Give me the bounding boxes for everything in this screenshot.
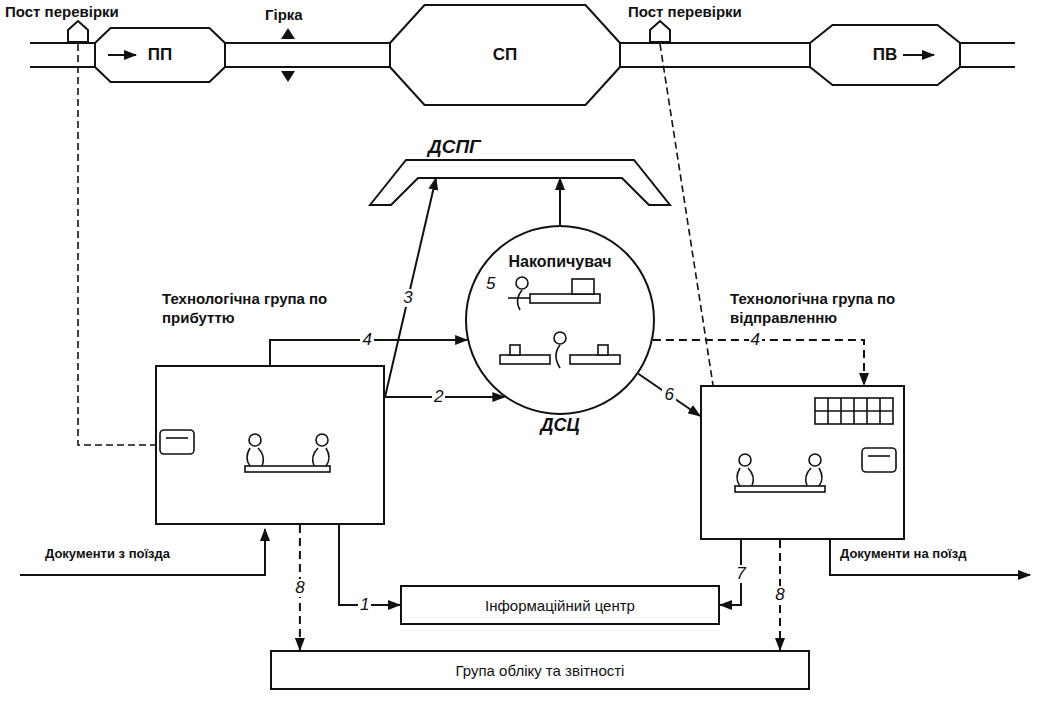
operator [516,277,528,289]
departure-workplace [735,398,896,492]
inspection-post-icon [650,21,670,42]
flow-number: 8 [293,579,306,597]
inspection-post-icon [68,21,88,42]
operator [556,345,560,368]
shape-outline [370,160,670,205]
direction-arrow [903,54,934,56]
group-box: Технологічна група по відправленню [700,385,905,540]
flow-number: 8 [773,586,786,604]
flow-number: 3 [401,289,414,307]
documents-in-line [20,529,265,575]
flow-number: 2 [432,388,445,406]
caption-label: Документи на поїзд [840,546,966,561]
operator [517,290,522,310]
track [959,66,1015,68]
node-text: Технологічна група по прибуттю [162,289,337,327]
desk-unit [598,345,608,355]
track-lines [30,43,1015,67]
callout-number: 5 [486,274,495,294]
flow-number: 7 [734,565,747,583]
node-text: ПП [148,45,172,65]
desk-unit [510,345,520,355]
storage-circle: НакопичувачДСЦ [465,225,655,415]
node-text: ПВ [873,45,898,65]
desk [530,294,600,303]
group-box: Інформаційний центр [400,585,720,625]
node-text: Технологічна група по відправленню [730,289,905,327]
arrival-workplace [160,430,330,472]
flow-number: 6 [662,386,675,404]
node-text: ДСЦ [467,415,653,436]
shape-outline [390,5,620,105]
track [959,42,1015,44]
shape-outline [95,28,225,82]
hump-triangle [281,28,295,39]
yard-shape: ПП [95,28,225,82]
operator [554,332,566,344]
group-box: Технологічна група по прибуттю [155,365,385,525]
documents-out-line [830,540,1030,575]
node-text: Група обліку та звітності [456,662,625,679]
flow-number: 4 [360,331,373,349]
terminal [572,279,594,294]
pigeonholes [815,398,893,424]
flow-arrow [559,178,561,225]
operator [809,454,821,466]
node-text: Інформаційний центр [485,597,635,614]
shape-outline [810,25,960,85]
pigeonholes [815,398,893,424]
operator [316,434,328,446]
node-text: Накопичувач [467,253,653,271]
track [30,66,96,68]
desk [570,355,620,364]
caption-label: Пост перевірки [5,3,119,20]
inspection-lines [78,44,713,445]
teletype [160,430,194,454]
inspection-line [78,44,155,445]
desk [500,355,550,364]
storage-workplaces [500,277,620,368]
flow-arrow [225,43,390,67]
desk [245,466,330,472]
teletype-slot [166,437,188,439]
teletype-slot [868,455,890,457]
node-text: СП [493,45,518,65]
inspection-line [660,44,713,385]
operator [806,468,822,486]
operator [737,468,753,486]
teletype [862,448,896,472]
flow-number: 4 [749,331,762,349]
caption-label: Гірка [265,6,303,23]
document-lines [20,529,1030,575]
shape-outline [370,160,670,205]
operator [249,434,261,446]
flow-arrow [620,43,810,67]
node-text: ДСПГ [428,136,481,158]
operator [313,448,329,466]
flow-number: 1 [358,596,371,614]
hump-triangle [281,71,295,82]
yard-shape: ДСПГ [370,160,670,205]
flow-arrow [385,178,436,397]
operator [739,454,751,466]
flow-arrow [339,525,400,605]
operator [247,448,263,466]
group-box: Група обліку та звітності [270,650,810,690]
desk-shelf [508,297,530,299]
desk [735,486,825,492]
direction-arrow [108,54,136,56]
yard-shape: СП [390,5,620,105]
caption-label: Пост перевірки [628,3,742,20]
caption-label: Документи з поїзда [45,546,170,561]
flow-arrow [638,374,700,416]
yard-shape: ПВ [810,25,960,85]
